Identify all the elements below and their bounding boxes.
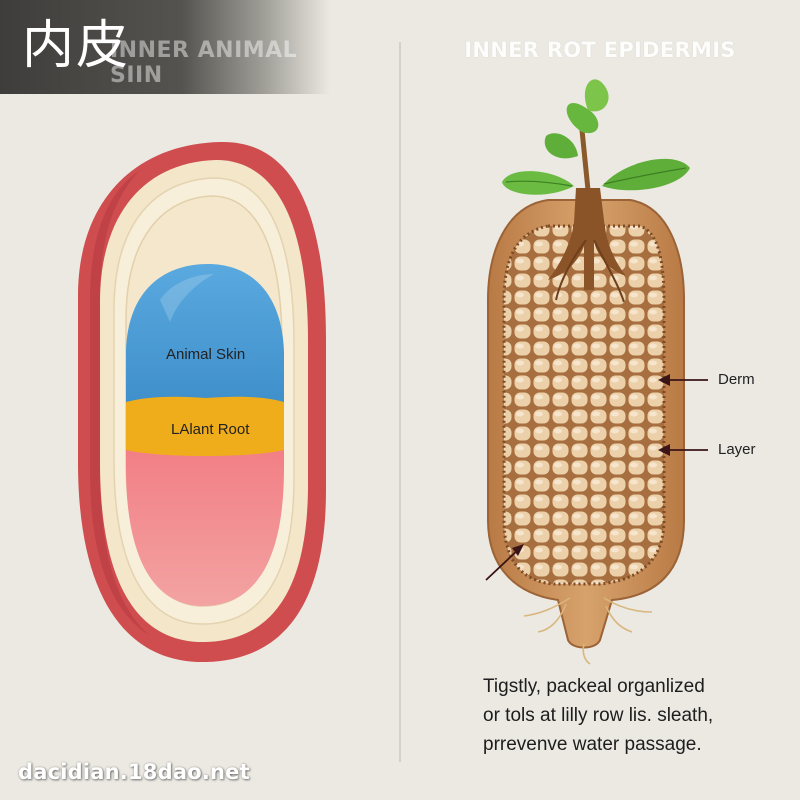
site-watermark: dacidian.18dao.net: [18, 760, 250, 784]
derm-callout-label: Derm: [718, 371, 755, 388]
root-fiber-2: [593, 239, 625, 303]
left-title-banner: INNER ANIMAL SIIN 内皮: [0, 0, 330, 94]
leaf-left: [502, 171, 574, 195]
leaf-top: [566, 102, 599, 134]
left-title-english: INNER ANIMAL SIIN: [110, 38, 298, 88]
layer-callout-label: Layer: [718, 441, 756, 458]
description-line-1: Tigstly, packeal organlized: [483, 676, 705, 697]
rootlets: [523, 597, 653, 665]
leaf-top-upper: [584, 79, 609, 112]
leaf-left-upper: [544, 133, 578, 159]
description-line-2: or tols at lilly row lis. sleath,: [483, 705, 714, 726]
central-root-trunk: [548, 188, 626, 290]
leaf-vein-right: [603, 167, 687, 185]
root-band: [126, 396, 284, 458]
root-fiber-1: [555, 239, 587, 301]
left-layer-diagram: [78, 141, 326, 663]
stem: [579, 129, 591, 191]
bottom-arrowhead: [512, 544, 524, 556]
lower-pink-region: [126, 450, 284, 607]
right-root-diagram: [485, 79, 708, 665]
right-title: INNER ROT EPIDERMIS: [464, 38, 736, 62]
center-divider: [399, 42, 401, 762]
animal-skin-label: Animal Skin: [166, 346, 246, 363]
leaf-vein-left: [505, 180, 573, 187]
endodermis-ring: [502, 224, 666, 586]
description-text: Tigstly, packeal organlized or tols at l…: [483, 672, 783, 759]
left-title-hanzi: 内皮: [22, 16, 131, 76]
bottom-arrow: [485, 547, 521, 581]
skin-highlight: [160, 274, 214, 322]
layer-arrowhead: [658, 444, 670, 456]
plant-root-label: LAlant Root: [171, 421, 250, 438]
derm-arrowhead: [658, 374, 670, 386]
description-line-3: prrevenve water passage.: [483, 734, 702, 755]
skin-region: [126, 264, 284, 404]
